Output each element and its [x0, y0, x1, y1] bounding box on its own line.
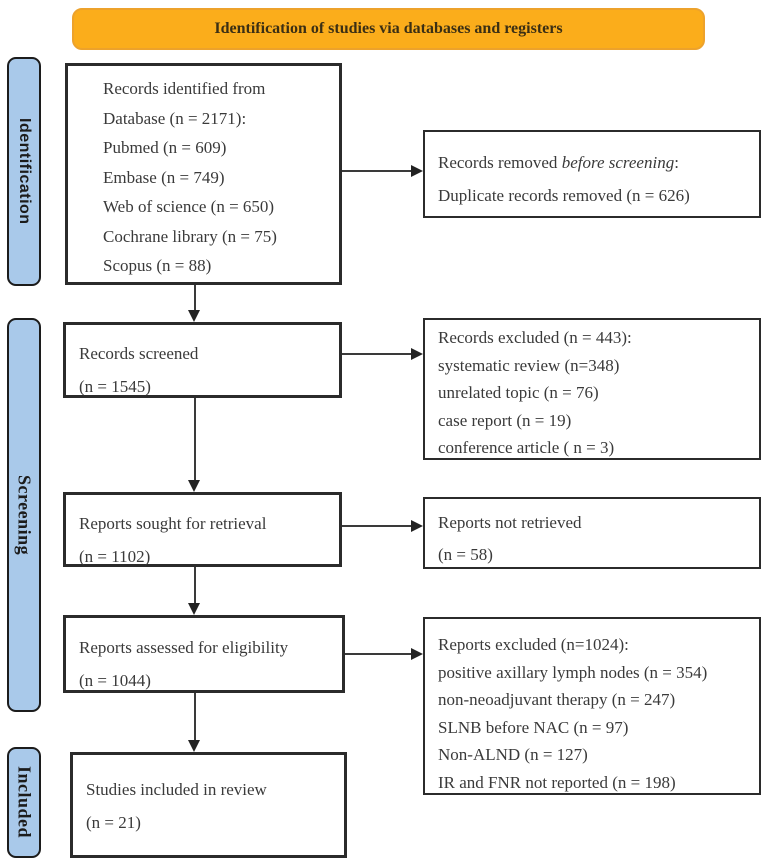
stage-bar-screening: Screening — [7, 318, 41, 712]
records-identified-line: Cochrane library (n = 75) — [103, 226, 277, 246]
reports-excluded-line: Non-ALND (n = 127) — [438, 745, 588, 764]
connector-identified-to-removed — [342, 170, 412, 172]
stage-label-included: Included — [14, 766, 35, 839]
box-records-excluded: Records excluded (n = 443): systematic r… — [423, 318, 761, 460]
records-screened-line: (n = 1545) — [79, 377, 151, 396]
connector-assessed-to-included — [194, 693, 196, 742]
records-removed-line: Duplicate records removed (n = 626) — [438, 186, 690, 205]
records-excluded-line: Records excluded (n = 443): — [438, 328, 632, 347]
stage-bar-identification: Identification — [7, 57, 41, 286]
connector-sought-to-assessed — [194, 567, 196, 605]
studies-included-line: (n = 21) — [86, 813, 141, 832]
banner-title: Identification of studies via databases … — [72, 8, 705, 50]
connector-screened-to-excluded — [342, 353, 412, 355]
records-identified-line: Embase (n = 749) — [103, 167, 225, 187]
arrowhead-down-icon — [188, 740, 200, 752]
records-removed-suffix: : — [674, 153, 679, 172]
studies-included-line: Studies included in review — [86, 780, 267, 799]
records-excluded-line: case report (n = 19) — [438, 410, 572, 430]
arrowhead-down-icon — [188, 310, 200, 322]
box-records-identified: Records identified from Database (n = 21… — [65, 63, 342, 285]
arrowhead-down-icon — [188, 480, 200, 492]
arrowhead-right-icon — [411, 348, 423, 360]
connector-assessed-to-excluded — [345, 653, 412, 655]
box-reports-not-retrieved: Reports not retrieved (n = 58) — [423, 497, 761, 569]
records-removed-prefix: Records removed — [438, 153, 562, 172]
records-excluded-line: conference article ( n = 3) — [438, 438, 615, 457]
reports-excluded-line: IR and FNR not reported (n = 198) — [438, 772, 676, 792]
arrowhead-right-icon — [411, 648, 423, 660]
records-removed-italic: before screening — [561, 153, 675, 172]
reports-sought-line: (n = 1102) — [79, 547, 151, 566]
records-excluded-line: unrelated topic (n = 76) — [438, 383, 599, 402]
records-identified-line: Web of science (n = 650) — [103, 197, 275, 216]
reports-excluded-line: Reports excluded (n=1024): — [438, 635, 629, 654]
reports-not-retrieved-line: Reports not retrieved — [438, 513, 582, 532]
connector-identified-to-screened — [194, 285, 196, 312]
stage-bar-included: Included — [7, 747, 41, 858]
arrowhead-right-icon — [411, 520, 423, 532]
reports-excluded-line: positive axillary lymph nodes (n = 354) — [438, 662, 708, 682]
records-identified-line: Database (n = 2171): — [103, 108, 247, 128]
reports-assessed-line: Reports assessed for eligibility — [79, 638, 289, 657]
box-reports-assessed: Reports assessed for eligibility (n = 10… — [63, 615, 345, 693]
box-reports-sought: Reports sought for retrieval (n = 1102) — [63, 492, 342, 567]
records-screened-line: Records screened — [79, 344, 199, 363]
records-removed-line: Records removed before screening: — [438, 146, 755, 179]
records-identified-line: Pubmed (n = 609) — [103, 138, 227, 157]
records-identified-line: Records identified from — [103, 79, 266, 98]
box-records-removed: Records removed before screening: Duplic… — [423, 130, 761, 218]
reports-assessed-line: (n = 1044) — [79, 671, 151, 690]
connector-sought-to-not-retrieved — [342, 525, 412, 527]
box-studies-included: Studies included in review (n = 21) — [70, 752, 347, 858]
box-reports-excluded: Reports excluded (n=1024): positive axil… — [423, 617, 761, 795]
reports-sought-line: Reports sought for retrieval — [79, 514, 267, 533]
arrowhead-down-icon — [188, 603, 200, 615]
reports-excluded-line: SLNB before NAC (n = 97) — [438, 717, 629, 737]
stage-label-screening: Screening — [14, 474, 35, 556]
reports-not-retrieved-line: (n = 58) — [438, 545, 493, 564]
connector-screened-to-sought — [194, 398, 196, 482]
box-records-screened: Records screened (n = 1545) — [63, 322, 342, 398]
reports-excluded-line: non-neoadjuvant therapy (n = 247) — [438, 690, 676, 709]
records-excluded-line: systematic review (n=348) — [438, 355, 620, 375]
stage-label-identification: Identification — [16, 118, 33, 225]
arrowhead-right-icon — [411, 165, 423, 177]
records-identified-line: Scopus (n = 88) — [103, 256, 212, 275]
